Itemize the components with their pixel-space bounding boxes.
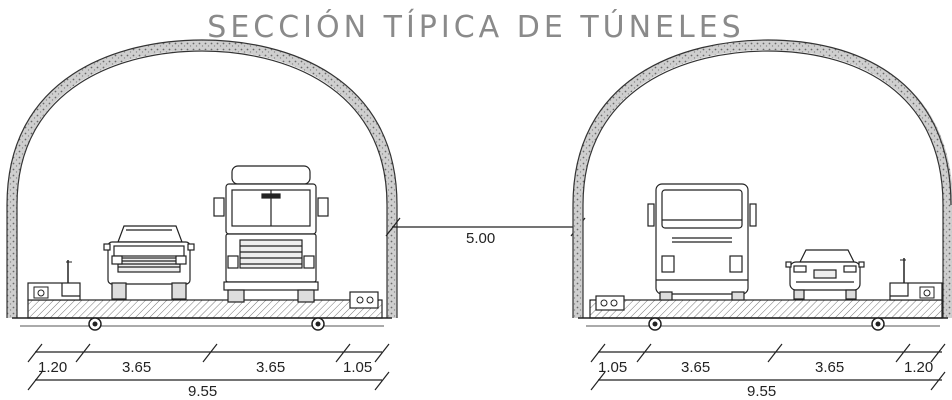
left-dimension-line	[27, 343, 390, 391]
right-drain-left	[648, 317, 662, 331]
left-dim-1: 1.20	[38, 359, 67, 376]
left-drain-left	[88, 317, 102, 331]
left-sidewalk-left	[27, 260, 81, 301]
left-tunnel-shell	[7, 39, 397, 318]
right-road-slab	[589, 299, 943, 319]
left-dim-4: 1.05	[343, 359, 372, 376]
left-tunnel: 1.20 3.65 3.65 1.05 9.55	[6, 39, 398, 400]
right-dim-3: 3.65	[815, 359, 844, 376]
left-dim-3: 3.65	[256, 359, 285, 376]
drawing-title: SECCIÓN TÍPICA DE TÚNELES	[207, 10, 745, 45]
right-dimension-line	[590, 343, 946, 391]
right-drain-right	[871, 317, 885, 331]
right-sidewalk-right	[889, 258, 943, 301]
bus-icon	[647, 183, 757, 301]
right-tunnel-shell	[573, 39, 952, 318]
right-dim-total: 9.55	[747, 383, 776, 400]
right-dim-4: 1.20	[904, 359, 933, 376]
right-dim-1: 1.05	[598, 359, 627, 376]
left-road-slab	[27, 299, 383, 319]
sedan-car-icon	[785, 249, 865, 300]
right-dim-2: 3.65	[681, 359, 710, 376]
pickup-truck-icon	[103, 225, 195, 300]
semi-truck-icon	[213, 165, 329, 303]
right-tunnel: 1.05 3.65 3.65 1.20 9.55	[572, 39, 952, 400]
left-drain-right	[311, 317, 325, 331]
separation-label: 5.00	[466, 230, 495, 247]
left-sidewalk-right	[349, 291, 379, 309]
right-sidewalk-left	[595, 295, 625, 311]
left-dim-2: 3.65	[122, 359, 151, 376]
left-dim-total: 9.55	[188, 383, 217, 400]
